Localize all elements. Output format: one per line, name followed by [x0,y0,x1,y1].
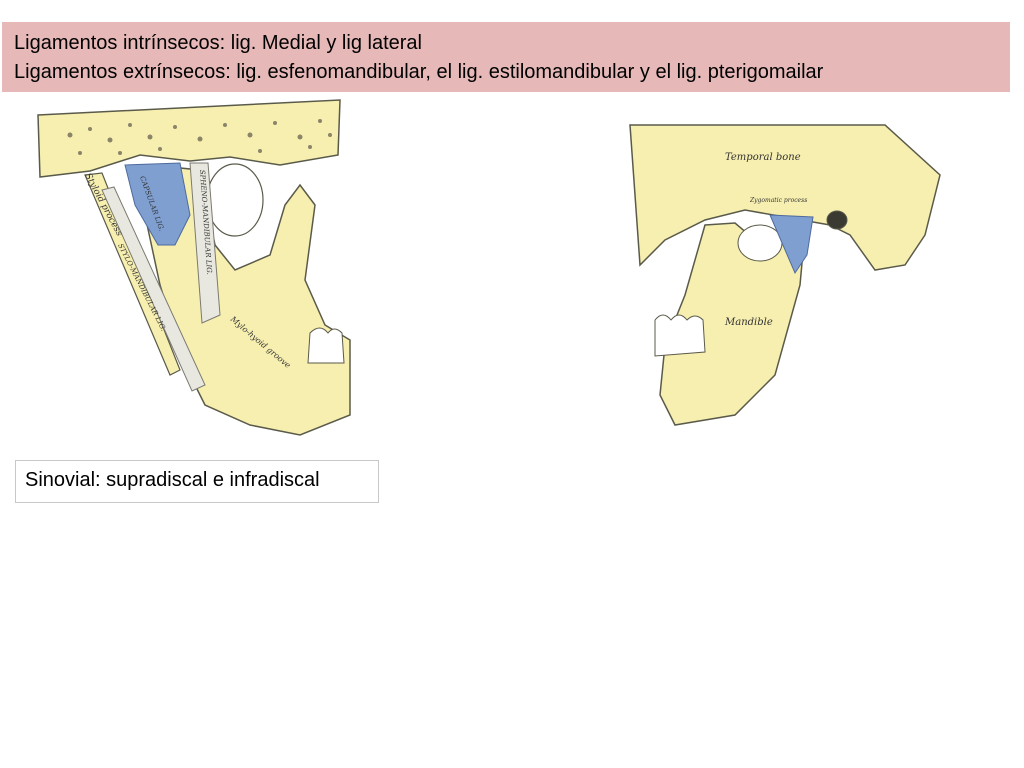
header-banner: Ligamentos intrínsecos: lig. Medial y li… [2,22,1010,92]
mandible-label: Mandible [724,317,773,328]
zygomatic-process-label: Zygomatic process [749,197,807,204]
synovial-caption-box: Sinovial: supradiscal e infradiscal [15,460,379,503]
synovial-caption-text: Sinovial: supradiscal e infradiscal [25,469,320,491]
medial-view-illustration: Styloid process CAPSULAR LIG. SPHENO-MAN… [30,95,365,445]
intrinsic-ligaments-text: Ligamentos intrínsecos: lig. Medial y li… [14,32,422,54]
lateral-view-illustration: Temporal bone Zygomatic process Mandible [625,115,945,430]
extrinsic-ligaments-text: Ligamentos extrínsecos: lig. esfenomandi… [14,61,824,83]
temporal-bone-label: Temporal bone [725,152,801,163]
